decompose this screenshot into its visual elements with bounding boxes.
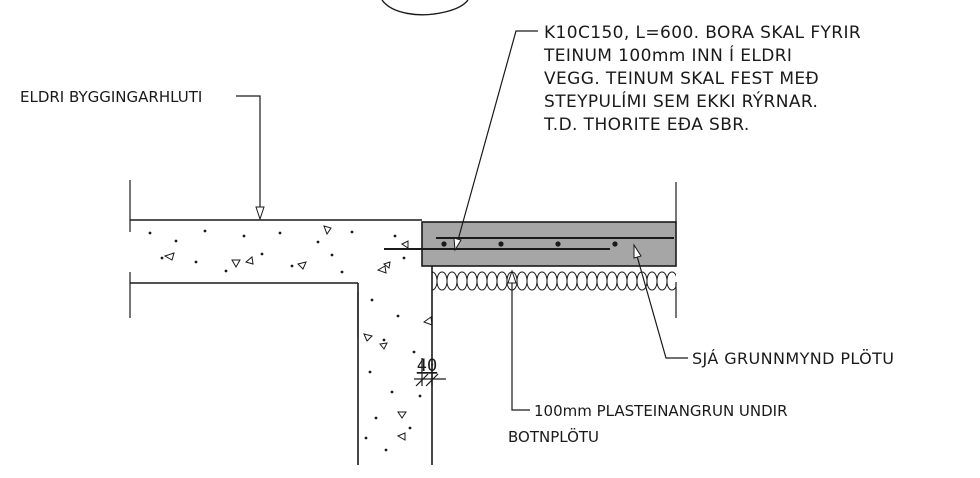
rebar-note-line-5: T.D. THORITE EĐA SBR. (543, 115, 750, 135)
detail-bubble-arc (381, 0, 469, 16)
slab-plan-arrowhead (633, 243, 642, 259)
existing-building-leader (236, 95, 261, 208)
slab-plan-leader (636, 255, 688, 359)
rebar-note-line-1: K10C150, L=600. BORA SKAL FYRIR (544, 23, 861, 43)
insulation-label-line-2: BOTNPLÖTU (508, 427, 599, 446)
concrete-hatch (148, 225, 433, 452)
insulation-leader (511, 283, 530, 411)
dimension-40-text: 40 (417, 356, 437, 376)
insulation-arrowhead (507, 269, 517, 284)
existing-building-arrowhead (255, 206, 265, 221)
rebar-note-leader (457, 30, 538, 241)
rebar-note-line-2: TEINUM 100mm INN Í ELDRI (543, 44, 792, 66)
insulation-layer (432, 268, 676, 298)
rebar-note-arrowhead (453, 237, 462, 252)
insulation-label-line-1: 100mm PLASTEINANGRUN UNDIR (534, 402, 788, 420)
dimension-40 (414, 358, 446, 387)
existing-concrete-body (130, 220, 432, 465)
rebar-note-line-4: STEYPULÍMI SEM EKKI RÝRNAR. (544, 90, 818, 112)
rebar-note-line-3: VEGG. TEINUM SKAL FEST MEĐ (544, 69, 819, 89)
rebar-dots (441, 241, 618, 247)
existing-building-label: ELDRI BYGGINGARHLUTI (20, 88, 202, 106)
slab-plan-label: SJÁ GRUNNMYND PLÖTU (692, 349, 894, 368)
